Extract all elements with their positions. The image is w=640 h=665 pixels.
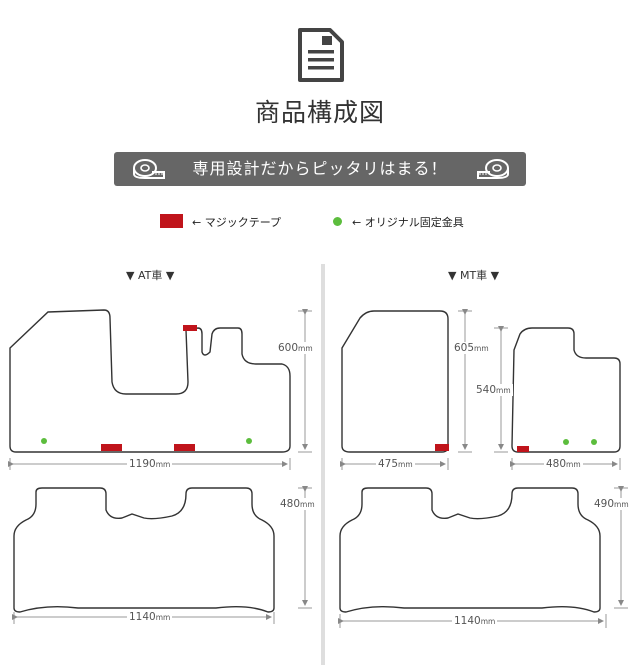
mt-car-label: ▼ MT車 ▼: [448, 269, 500, 282]
fixing-clip-mark: [591, 439, 597, 445]
at-front-height: 600mm: [276, 342, 315, 354]
mt-driver-mat: [341, 310, 449, 453]
magic-tape-swatch: [160, 214, 183, 228]
magic-tape-mark: [101, 444, 122, 451]
tape-measure-icon: [477, 159, 509, 179]
mt-driver-width: 475mm: [376, 458, 415, 470]
fit-banner: 専用設計だからピッタリはまる！: [114, 152, 526, 186]
mt-rear-height: 490mm: [592, 498, 631, 510]
legend: ← マジックテープ ← オリジナル固定金具: [0, 212, 640, 232]
tape-measure-icon: [133, 159, 165, 179]
banner-text: 専用設計だからピッタリはまる！: [192, 159, 448, 178]
page-title: 商品構成図: [254, 98, 385, 127]
at-front-mat: [9, 309, 291, 453]
magic-tape-label: ← マジックテープ: [192, 216, 282, 229]
document-icon: [298, 28, 344, 82]
mt-passenger-width: 480mm: [544, 458, 583, 470]
at-car-label: ▼ AT車 ▼: [126, 269, 175, 282]
mt-rear-mat: [339, 487, 601, 613]
magic-tape-mark: [174, 444, 195, 451]
magic-tape-mark: [183, 325, 197, 331]
fixing-clip-dot: [333, 217, 342, 226]
at-rear-width: 1140mm: [127, 611, 173, 623]
magic-tape-mark: [435, 444, 449, 451]
divider: [321, 264, 325, 665]
at-rear-mat: [13, 487, 275, 613]
at-front-width: 1190mm: [127, 458, 173, 470]
mt-rear-width: 1140mm: [452, 615, 498, 627]
fixing-clip-label: ← オリジナル固定金具: [352, 216, 464, 229]
at-rear-height: 480mm: [278, 498, 317, 510]
fixing-clip-mark: [246, 438, 252, 444]
mt-driver-inner-height: 540mm: [474, 384, 513, 396]
mt-passenger-mat: [511, 327, 621, 453]
mt-driver-height: 605mm: [452, 342, 491, 354]
fixing-clip-mark: [41, 438, 47, 444]
magic-tape-mark: [517, 446, 529, 452]
fixing-clip-mark: [563, 439, 569, 445]
